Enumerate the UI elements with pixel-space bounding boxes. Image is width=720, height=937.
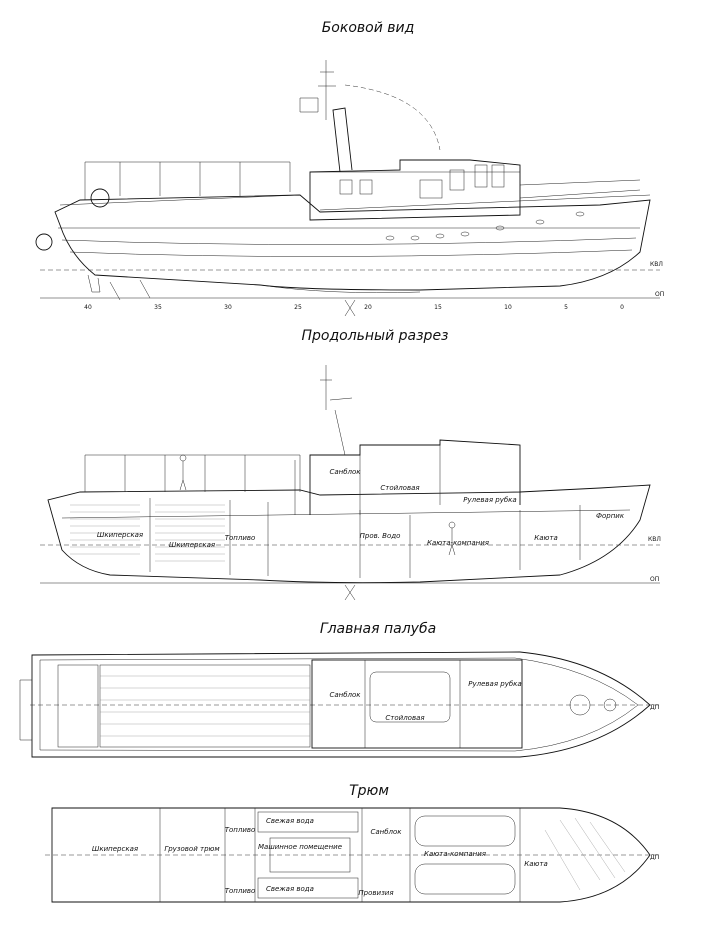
section-label-forepeak: Форпик: [596, 512, 625, 520]
deck-label-wheelhouse: Рулевая рубка: [468, 680, 521, 688]
hold-view-title: Трюм: [349, 783, 389, 799]
side-view: Боковой вид: [35, 20, 664, 317]
section-label-fuel: Топливо: [225, 534, 256, 542]
section-view-title: Продольный разрез: [301, 328, 448, 344]
svg-text:5: 5: [564, 304, 568, 311]
deck-label-bath: Санблок: [329, 691, 361, 699]
hold-label-cargo: Грузовой трюм: [164, 845, 220, 853]
hold-label-fuel-top: Топливо: [225, 826, 256, 834]
hold-view: Трюм ДП Шкиперская Грузовой трюм Топливо…: [45, 783, 660, 903]
hold-label-cabin: Каюта: [524, 860, 548, 868]
section-label-lazarette: Шкиперская: [97, 531, 143, 539]
side-steering-wheel-icon: [90, 188, 110, 208]
section-label-prov: Пров. Водо: [360, 532, 401, 540]
section-label-salon: Каюта-компания: [427, 539, 489, 547]
deck-outline: [31, 651, 651, 758]
section-hatching: [70, 504, 225, 562]
section-label-wheelhouse: Рулевая рубка: [463, 496, 516, 504]
deck-centerline-label: ДП: [650, 704, 659, 711]
hold-label-fuel-bottom: Топливо: [225, 887, 256, 895]
svg-text:25: 25: [294, 304, 302, 311]
section-view: Продольный разрез Шкиперская Шкиперская …: [40, 328, 661, 601]
section-label-bath: Санблок: [329, 468, 361, 476]
hold-label-water-bottom: Свежая вода: [266, 885, 314, 893]
side-baseline-label: ОП: [655, 291, 664, 298]
side-deckhouse: [309, 159, 521, 221]
svg-text:40: 40: [84, 304, 92, 311]
deck-view: Главная палуба ДП Санблок Стойловая Руле…: [19, 621, 660, 758]
section-label-galley: Стойловая: [380, 484, 419, 492]
svg-text:0: 0: [620, 304, 624, 311]
svg-text:30: 30: [224, 304, 232, 311]
deck-label-galley: Стойловая: [385, 714, 424, 722]
svg-text:10: 10: [504, 304, 512, 311]
hold-label-lazarette: Шкиперская: [92, 845, 138, 853]
svg-text:20: 20: [364, 304, 372, 311]
side-fender-icon: [35, 233, 53, 251]
section-baseline-label: ОП: [650, 576, 659, 583]
section-hull: [47, 484, 651, 584]
section-label-cabin: Каюта: [534, 534, 558, 542]
hold-label-engine: Машинное помещение: [258, 843, 342, 851]
deck-view-title: Главная палуба: [320, 621, 436, 637]
side-portholes: [385, 211, 585, 241]
svg-text:35: 35: [154, 304, 162, 311]
hold-label-water-top: Свежая вода: [266, 817, 314, 825]
side-waterline-label: КВЛ: [650, 261, 663, 268]
deck-anchor-winch-icon: [569, 694, 591, 716]
section-waterline-label: КВЛ: [648, 536, 661, 543]
side-frame-scale: 40 35 30 25 20 15 10 5 0: [84, 304, 624, 311]
side-view-title: Боковой вид: [322, 20, 415, 36]
hold-label-bath: Санблок: [370, 828, 402, 836]
hold-centerline-label: ДП: [650, 854, 659, 861]
side-hull: [54, 194, 651, 291]
hold-label-prov: Провизия: [358, 889, 393, 897]
hold-label-salon: Каюта-компания: [424, 850, 486, 858]
svg-text:15: 15: [434, 304, 442, 311]
